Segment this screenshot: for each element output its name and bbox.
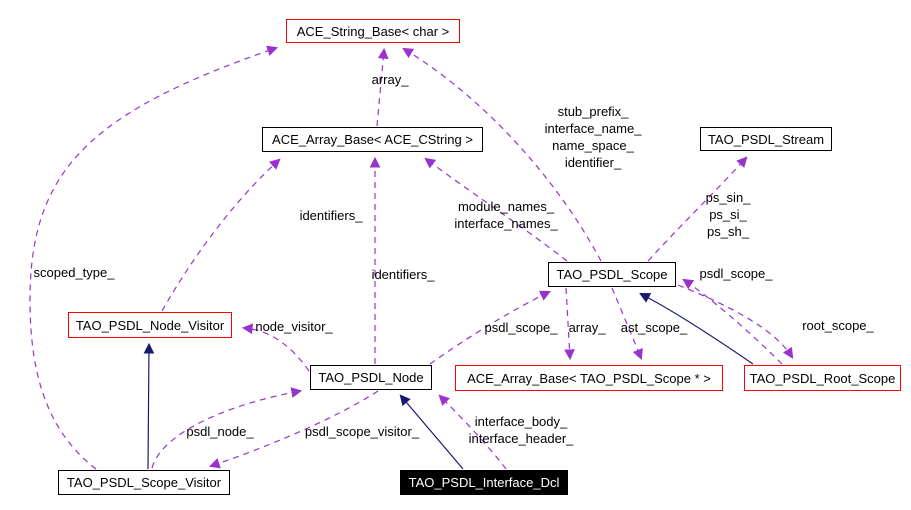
edge-array-cstring <box>376 47 389 127</box>
edge-label-identifiers-1: identifiers_ <box>299 208 363 223</box>
edge-array-scope-ptr <box>564 287 575 361</box>
edge-root-scope <box>677 284 794 359</box>
edge-label-scoped-type: scoped_type_ <box>33 265 115 280</box>
edge-scoped-type <box>29 45 279 470</box>
edge-inherit-scope-visitor-node-visitor <box>143 342 155 470</box>
edge-label-array-2: array_ <box>568 320 606 335</box>
edge-psdl-scope-from-node <box>429 290 551 365</box>
edge-label-ps-group: ps_sin_ ps_si_ ps_sh_ <box>705 190 751 239</box>
class-node-tao-psdl-interface-dcl: TAO_PSDL_Interface_Dcl <box>400 470 568 495</box>
class-node-tao-psdl-scope[interactable]: TAO_PSDL_Scope <box>548 262 676 287</box>
class-node-tao-psdl-node-visitor[interactable]: TAO_PSDL_Node_Visitor <box>68 312 232 338</box>
edge-stub-prefix <box>402 47 602 262</box>
edge-label-ast-scope: ast_scope_ <box>620 320 688 335</box>
edge-ast-scope <box>611 287 643 361</box>
edge-label-psdl-scope-right: psdl_scope_ <box>699 266 773 281</box>
class-node-tao-psdl-node[interactable]: TAO_PSDL_Node <box>310 365 432 390</box>
edge-psdl-scope-visitor <box>208 390 379 469</box>
edge-label-interface-group: interface_body_ interface_header_ <box>468 414 574 446</box>
edge-inherit-root-scope-scope <box>639 293 754 365</box>
class-node-ace-array-base-cstring[interactable]: ACE_Array_Base< ACE_CString > <box>262 127 483 152</box>
edge-label-psdl-node: psdl_node_ <box>186 424 254 439</box>
edge-psdl-scope-from-root <box>682 278 783 365</box>
edge-label-array: array_ <box>371 72 409 87</box>
edge-label-psdl-scope-visitor: psdl_scope_visitor_ <box>304 424 420 439</box>
class-node-ace-array-base-scope-ptr[interactable]: ACE_Array_Base< TAO_PSDL_Scope * > <box>455 365 723 391</box>
edge-label-stub-prefix-group: stub_prefix_ interface_name_ name_space_… <box>544 104 642 170</box>
edge-label-psdl-scope-mid: psdl_scope_ <box>484 320 558 335</box>
edge-identifiers-node-visitor <box>161 158 281 312</box>
class-node-ace-string-base[interactable]: ACE_String_Base< char > <box>286 19 460 43</box>
edge-interface-body-header <box>438 394 507 470</box>
class-node-tao-psdl-scope-visitor[interactable]: TAO_PSDL_Scope_Visitor <box>58 470 230 495</box>
edge-label-node-visitor: node_visitor_ <box>255 319 333 334</box>
edge-node-visitor <box>241 323 310 372</box>
edge-ps-streams <box>647 156 748 262</box>
class-node-tao-psdl-stream[interactable]: TAO_PSDL_Stream <box>700 127 832 151</box>
edge-label-module-names-group: module_names_ interface_names_ <box>454 199 558 231</box>
edge-label-identifiers-2: identifiers_ <box>371 267 435 282</box>
edge-label-root-scope: root_scope_ <box>802 318 874 333</box>
edge-psdl-node <box>151 387 303 469</box>
class-node-tao-psdl-root-scope[interactable]: TAO_PSDL_Root_Scope <box>744 365 901 391</box>
edge-inherit-interface-dcl-node <box>399 394 464 470</box>
